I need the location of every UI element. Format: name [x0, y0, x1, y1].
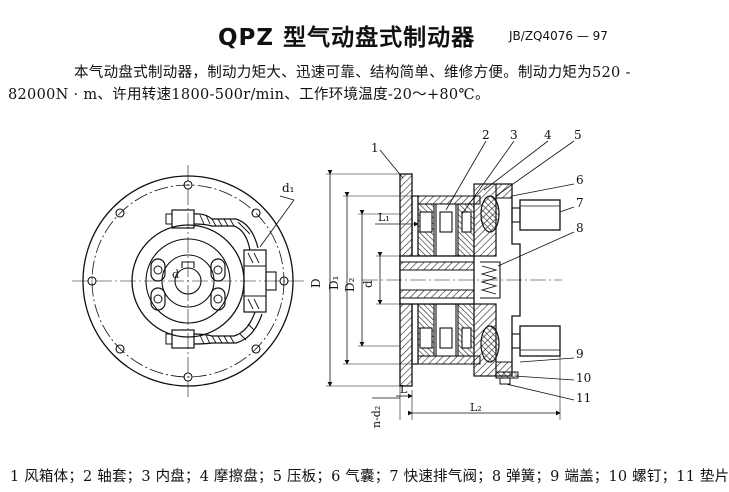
- callout-2: 2: [482, 128, 490, 142]
- description-text: 本气动盘式制动器，制动力矩大、迅速可靠、结构简单、维修方便。制动力矩为520 -…: [8, 65, 631, 103]
- callout-9: 9: [576, 347, 584, 361]
- callout-8: 8: [576, 221, 584, 235]
- section-view: [326, 140, 575, 420]
- label-L1: L₁: [378, 211, 390, 224]
- label-D2: D₂: [343, 277, 357, 292]
- callout-1: 1: [371, 141, 379, 155]
- parts-legend: 1 风箱体；2 轴套；3 内盘；4 摩擦盘；5 压板；6 气囊；7 快速排气阀；…: [10, 469, 729, 485]
- callout-10: 10: [576, 371, 591, 385]
- label-d: d: [361, 280, 375, 288]
- callout-5: 5: [574, 128, 582, 142]
- label-D: D: [309, 278, 323, 288]
- label-d1-front: d₁: [282, 181, 295, 195]
- drawing-canvas: d₁ d: [72, 128, 591, 428]
- callout-4: 4: [544, 128, 552, 142]
- label-L2: L₂: [470, 401, 482, 414]
- front-view: [72, 165, 305, 400]
- standard-number: JB/ZQ4076 — 97: [509, 29, 608, 43]
- callout-11: 11: [576, 391, 591, 405]
- callout-6: 6: [576, 173, 584, 187]
- page-title: QPZ 型气动盘式制动器: [218, 25, 476, 51]
- callout-7: 7: [576, 196, 584, 210]
- label-n-d2: n-d₂: [370, 406, 383, 428]
- callout-3: 3: [510, 128, 518, 142]
- label-L: L: [400, 383, 408, 396]
- label-d-front: d: [172, 268, 179, 281]
- label-D1: D₁: [327, 276, 341, 290]
